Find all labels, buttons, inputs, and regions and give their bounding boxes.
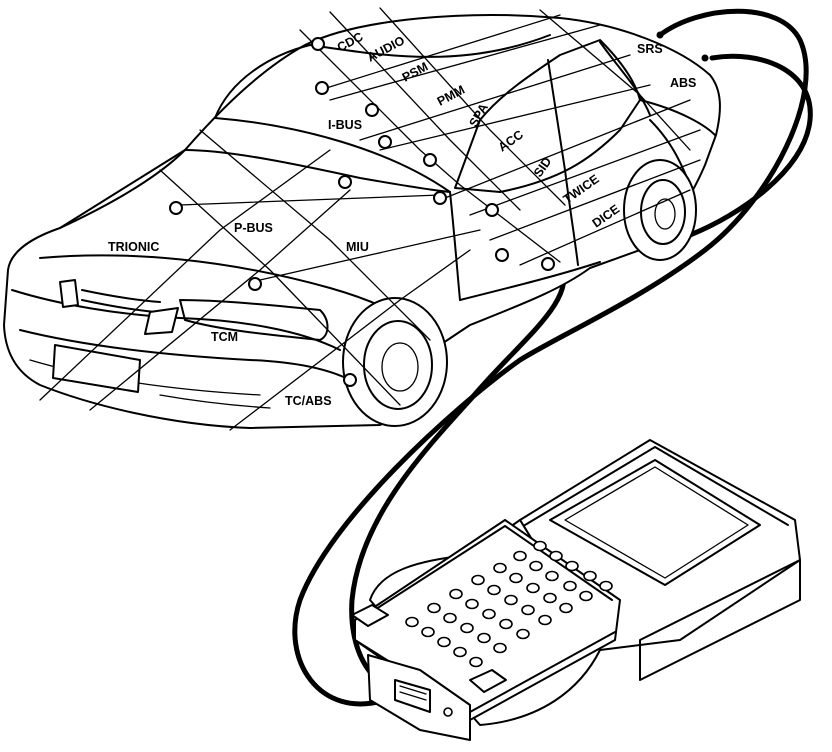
diagnostic-tool (351, 439, 801, 741)
label-trionic: TRIONIC (108, 240, 159, 254)
label-tcabs: TC/ABS (285, 394, 332, 408)
keypad (405, 540, 613, 668)
label-abs: ABS (670, 76, 696, 90)
label-miu: MIU (346, 240, 369, 254)
front-wheel (342, 297, 448, 427)
label-tcm: TCM (211, 330, 238, 344)
car-outline (3, 14, 721, 429)
network-grid (39, 7, 701, 431)
label-ibus: I-BUS (328, 118, 362, 132)
diagnostic-cables (292, 8, 813, 707)
label-srs: SRS (637, 42, 663, 56)
label-pbus: P-BUS (234, 221, 273, 235)
